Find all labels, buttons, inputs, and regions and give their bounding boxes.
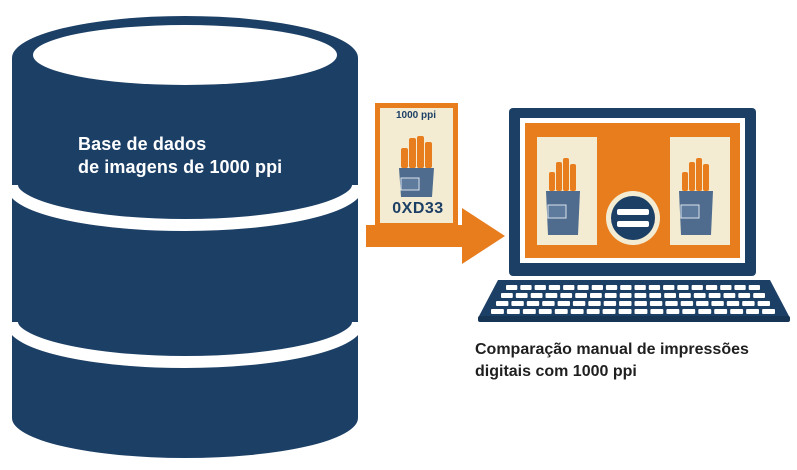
keyboard-key [538,309,552,314]
keyboard-key [634,309,648,314]
left-hand-icon [546,158,580,235]
fingerprint-card-icon [375,103,458,228]
keyboard-key [648,285,661,290]
keyboard-key [664,293,676,298]
keyboard-key [542,301,555,306]
keyboard-key [649,301,663,306]
keyboard-key [649,293,662,298]
keyboard-key [496,301,509,306]
keyboard-key [650,309,664,314]
keyboard-key [738,293,751,298]
card-resolution-label: 1000 ppi [395,110,437,121]
keyboard-key [554,309,568,314]
keyboard-key [734,285,746,290]
keyboard-key [730,309,744,314]
keyboard-key [522,309,536,314]
keyboard-key [563,285,575,290]
keyboard-key [602,309,616,314]
keyboard [491,285,775,314]
database-icon [6,16,364,458]
keyboard-key [604,293,617,298]
keyboard-key [618,309,632,314]
keyboard-key [757,301,770,306]
keyboard-key [515,293,528,298]
keyboard-key [548,285,561,290]
keyboard-key [680,301,694,306]
database-label: Base de dados de imagens de 1000 ppi [78,133,338,179]
right-hand-icon [679,158,713,235]
keyboard-key [506,285,518,290]
database-label-line2: de imagens de 1000 ppi [78,157,283,177]
card-hand-icon [399,136,434,197]
keyboard-key [634,285,646,290]
keyboard-key [560,293,573,298]
keyboard-key [714,309,728,314]
keyboard-key [586,309,600,314]
keyboard-key [634,301,647,306]
keyboard-key [506,309,520,314]
keyboard-key [530,293,543,298]
keyboard-key [762,309,775,314]
keyboard-key [666,309,680,314]
keyboard-key [545,293,558,298]
keyboard-key [501,293,513,298]
keyboard-key [511,301,524,306]
keyboard-key [603,301,617,306]
keyboard-key [753,293,765,298]
keyboard-key [723,293,736,298]
keyboard-key [726,301,740,306]
keyboard-key [691,285,703,290]
keyboard-key [591,285,603,290]
keyboard-key [577,285,589,290]
keyboard-key [682,309,696,314]
keyboard-key [634,293,647,298]
keyboard-key [491,309,504,314]
keyboard-key [557,301,570,306]
keyboard-key [619,293,632,298]
keyboard-key [570,309,584,314]
keyboard-key [705,285,718,290]
keyboard-key [575,293,587,298]
keyboard-key [698,309,712,314]
keyboard-key [526,301,540,306]
card-code-label: 0XD33 [392,200,444,217]
keyboard-key [746,309,759,314]
laptop-icon [478,108,790,322]
laptop-caption: Comparação manual de impressões digitais… [475,339,797,383]
keyboard-key [605,285,618,290]
arrow-right-icon [366,208,505,264]
keyboard-key [720,285,732,290]
keyboard-key [696,301,709,306]
keyboard-key [693,293,706,298]
keyboard-key [620,285,632,290]
laptop-caption-line1: Comparação manual de impressões [475,341,749,358]
keyboard-key [711,301,724,306]
keyboard-key [619,301,632,306]
keyboard-key [590,293,602,298]
keyboard-key [534,285,546,290]
keyboard-key [742,301,755,306]
keyboard-key [572,301,586,306]
keyboard-key [748,285,760,290]
keyboard-key [677,285,689,290]
keyboard-key [520,285,532,290]
keyboard-key [665,301,678,306]
keyboard-key [588,301,601,306]
keyboard-key [663,285,675,290]
equals-icon [606,191,660,245]
database-label-line1: Base de dados [78,134,207,154]
keyboard-key [679,293,691,298]
laptop-caption-line2: digitais com 1000 ppi [475,363,637,380]
keyboard-key [708,293,721,298]
